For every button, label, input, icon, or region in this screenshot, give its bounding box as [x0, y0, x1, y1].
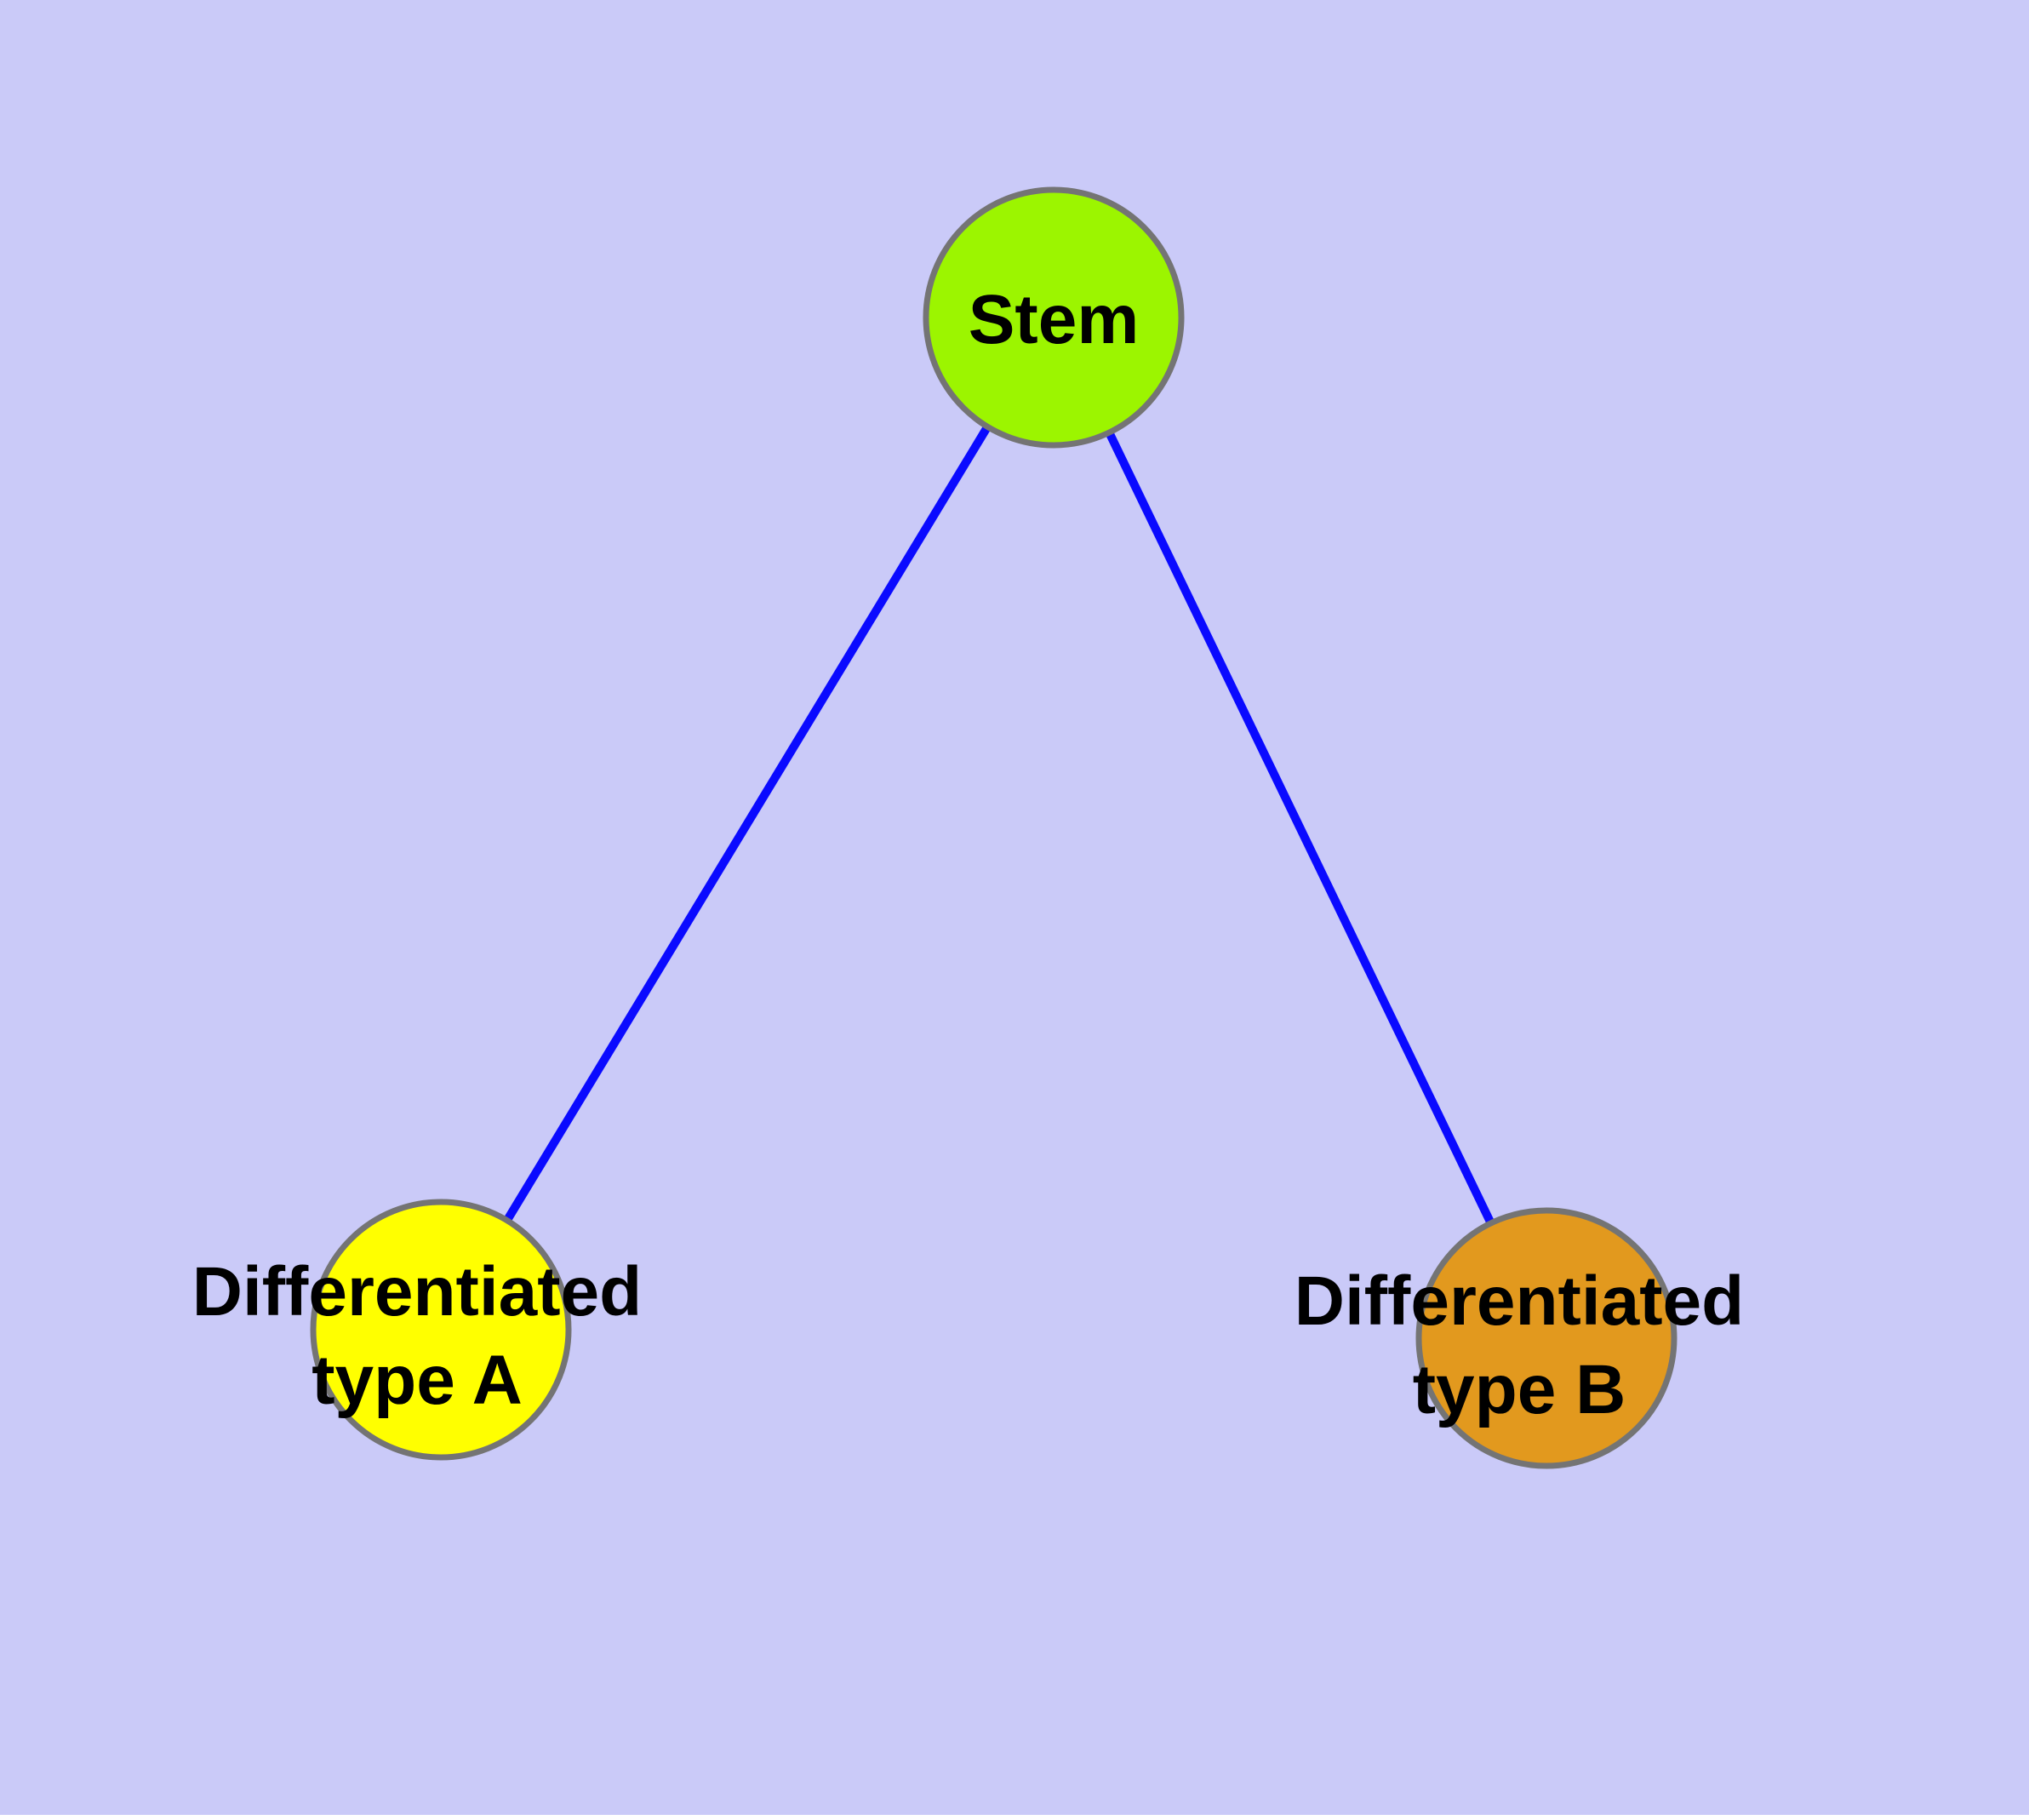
bottom-margin [0, 1815, 2029, 1820]
edge-stem-to-type-a [437, 315, 1058, 1332]
node-differentiated-type-b-label-line2: type B [1413, 1351, 1626, 1428]
node-differentiated-type-a [310, 1199, 572, 1461]
node-differentiated-type-a-label-line2: type A [311, 1342, 523, 1419]
node-differentiated-type-a-label-line1: Differentiated [192, 1253, 643, 1331]
edge-stem-to-type-b [1049, 315, 1551, 1341]
node-differentiated-type-b-label-line1: Differentiated [1295, 1262, 1745, 1340]
node-differentiated-type-b [1415, 1207, 1677, 1469]
node-stem-label: Stem [969, 281, 1140, 358]
node-stem [923, 186, 1185, 449]
